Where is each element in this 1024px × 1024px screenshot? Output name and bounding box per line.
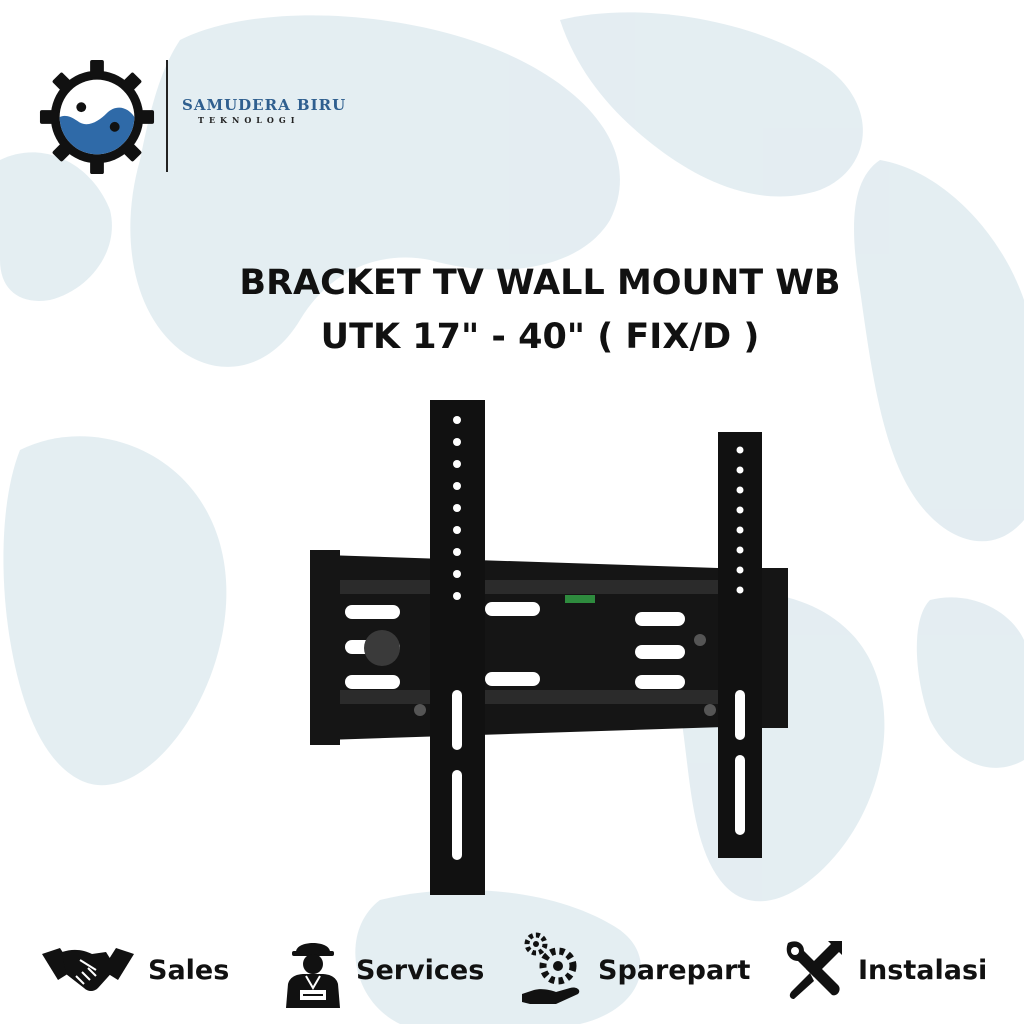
service-label-services: Services [356,954,485,986]
logo-divider [166,60,168,172]
service-sales: Sales [40,930,229,1010]
service-label-sales: Sales [148,954,230,986]
service-label-instalasi: Instalasi [858,954,988,986]
handshake-icon [42,948,134,991]
product-title: BRACKET TV WALL MOUNT WB UTK 17" - 40" (… [180,256,900,364]
brand-subtitle: TEKNOLOGI [198,115,300,125]
service-instalasi: Instalasi [780,930,987,1010]
service-services: Services [282,930,484,1010]
service-label-sparepart: Sparepart [598,954,751,986]
service-sparepart: Sparepart [520,930,750,1010]
technician-icon [286,943,340,1008]
bracket-product-image [310,400,788,895]
brand-name: SAMUDERA BIRU [182,96,347,114]
brand-logo-icon [39,59,155,175]
tools-icon [786,941,842,999]
product-title-line1: BRACKET TV WALL MOUNT WB [239,263,841,303]
gears-hand-icon [522,932,580,1004]
product-title-line2: UTK 17" - 40" ( FIX/D ) [320,317,760,357]
